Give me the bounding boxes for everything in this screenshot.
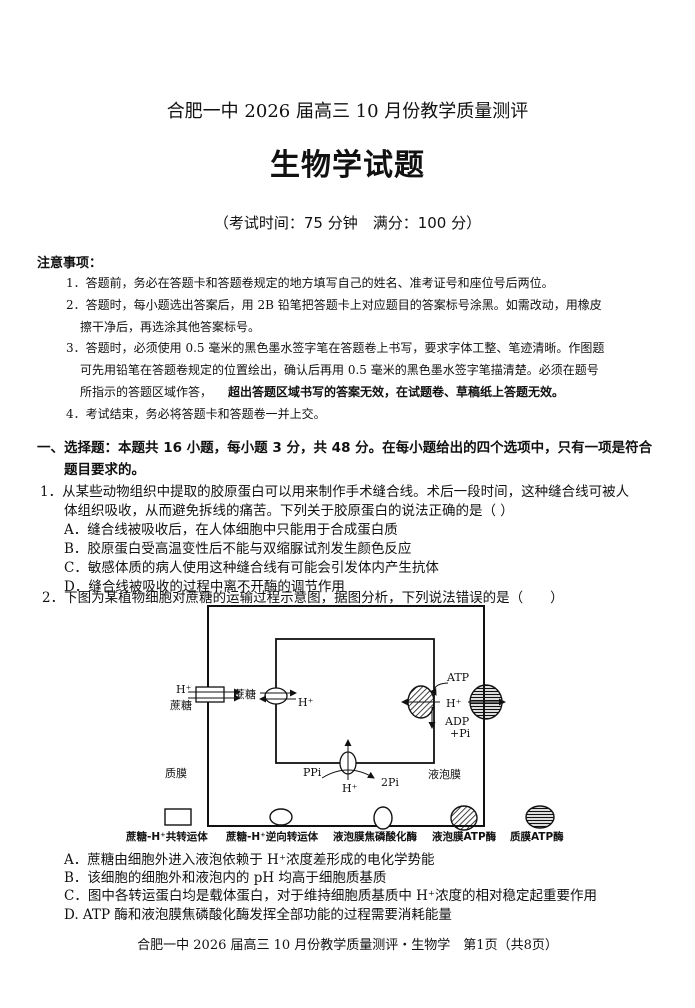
note-item: 2．答题时，每小题选出答案后，用 2B 铅笔把答题卡上对应题目的答案标号涂黑。如… xyxy=(66,298,602,312)
label-pi: +Pi xyxy=(450,727,471,740)
question-2-option-d: D. ATP 酶和液泡膜焦磷酸化酶发挥全部功能的过程需要消耗能量 xyxy=(64,907,452,923)
vacuole-pyrophosphatase xyxy=(321,739,375,780)
note-item: 可先用铅笔在答题卷规定的位置绘出，确认后再用 0.5 毫米的黑色墨水签字笔描清楚… xyxy=(80,363,599,377)
question-2-option-c: C．图中各转运蛋白均是载体蛋白，对于维持细胞质基质中 H⁺浓度的相对稳定起重要作… xyxy=(64,888,598,904)
plasma-membrane-atpase xyxy=(468,684,506,720)
question-2-option-a: A．蔗糖由细胞外进入液泡依赖于 H⁺浓度差形成的电化学势能 xyxy=(64,852,435,868)
legend-vacuole-atpase-icon xyxy=(450,805,478,831)
question-1-option-a: A．缝合线被吸收后，在人体细胞中只能用于合成蛋白质 xyxy=(64,522,398,538)
legend-vacuole-atpase: 液泡膜ATP酶 xyxy=(432,831,497,843)
legend-cotransporter: 蔗糖-H⁺共转运体 xyxy=(126,831,208,843)
notes-heading: 注意事项： xyxy=(37,256,103,271)
legend-membrane-atpase: 质膜ATP酶 xyxy=(510,831,564,843)
legend-cotransporter-icon xyxy=(164,808,192,826)
exam-header-title: 合肥一中 2026 届高三 10 月份教学质量测评 xyxy=(166,101,529,122)
section-heading: 一、选择题：本题共 16 小题，每小题 3 分，共 48 分。在每小题给出的四个… xyxy=(37,440,653,456)
legend-membrane-atpase-icon xyxy=(525,805,555,829)
label-atp: ATP xyxy=(447,671,470,684)
legend-antiporter: 蔗糖-H⁺逆向转运体 xyxy=(226,831,319,843)
label-ppi: PPi xyxy=(303,766,322,779)
sucrose-h-antiporter xyxy=(259,687,297,705)
legend-antiporter-icon xyxy=(269,808,293,826)
question-2-stem: 2．下图为某植物细胞对蔗糖的运输过程示意图，据图分析，下列说法错误的是（ ） xyxy=(42,590,564,606)
label-h-vacuole: H⁺ xyxy=(446,697,462,710)
note-item: 所指示的答题区域作答， xyxy=(80,385,213,399)
question-1-option-d: D．缝合线被吸收的过程中离不开酶的调节作用 xyxy=(64,579,345,595)
question-1-option-b: B．胶原蛋白受高温变性后不能与双缩脲试剂发生颜色反应 xyxy=(64,541,412,557)
label-h-in: H⁺ xyxy=(298,696,314,709)
page-footer: 合肥一中 2026 届高三 10 月份教学质量测评・生物学 第1页（共8页） xyxy=(137,938,558,953)
section-heading-cont: 题目要求的。 xyxy=(64,462,145,478)
note-item: 3．答题时，必须使用 0.5 毫米的黑色墨水签字笔在答题卷上书写，要求字体工整、… xyxy=(66,341,605,355)
sucrose-h-cotransporter xyxy=(188,686,241,703)
question-2-option-b: B．该细胞的细胞外和液泡内的 pH 均高于细胞质基质 xyxy=(64,870,387,886)
label-sucrose-in: 蔗糖 xyxy=(234,688,256,701)
note-item: 擦干净后，再选涂其他答案标号。 xyxy=(80,320,261,334)
question-1-stem-cont: 体组织吸收，从而避免拆线的痛苦。下列关于胶原蛋白的说法正确的是（ ） xyxy=(64,503,514,519)
vacuole-atpase xyxy=(401,682,449,719)
label-2pi: 2Pi xyxy=(381,776,399,789)
label-adp: ADP xyxy=(445,715,470,728)
question-1-stem: 1．从某些动物组织中提取的胶原蛋白可以用来制作手术缝合线。术后一段时间，这种缝合… xyxy=(40,484,630,500)
note-item: 4．考试结束，务必将答题卡和答题卷一并上交。 xyxy=(66,407,326,421)
exam-info: （考试时间：75 分钟 满分：100 分） xyxy=(213,214,482,232)
label-h-bottom: H⁺ xyxy=(342,782,358,795)
label-h-out: H⁺ xyxy=(176,683,192,696)
label-plasma-membrane: 质膜 xyxy=(165,767,187,780)
legend-pyrophosphatase-icon xyxy=(373,806,393,830)
label-vacuole-membrane: 液泡膜 xyxy=(428,768,461,781)
note-emphasis: 超出答题区域书写的答案无效，在试题卷、草稿纸上答题无效。 xyxy=(228,385,565,399)
subject-title: 生物学试题 xyxy=(270,148,425,183)
question-1-option-c: C．敏感体质的病人使用这种缝合线有可能会引发体内产生抗体 xyxy=(64,560,439,576)
note-item: 1．答题前，务必在答题卡和答题卷规定的地方填写自己的姓名、准考证号和座位号后两位… xyxy=(66,276,554,290)
legend-pyrophosphatase: 液泡膜焦磷酸化酶 xyxy=(333,831,417,843)
label-sucrose-out: 蔗糖 xyxy=(170,699,192,712)
